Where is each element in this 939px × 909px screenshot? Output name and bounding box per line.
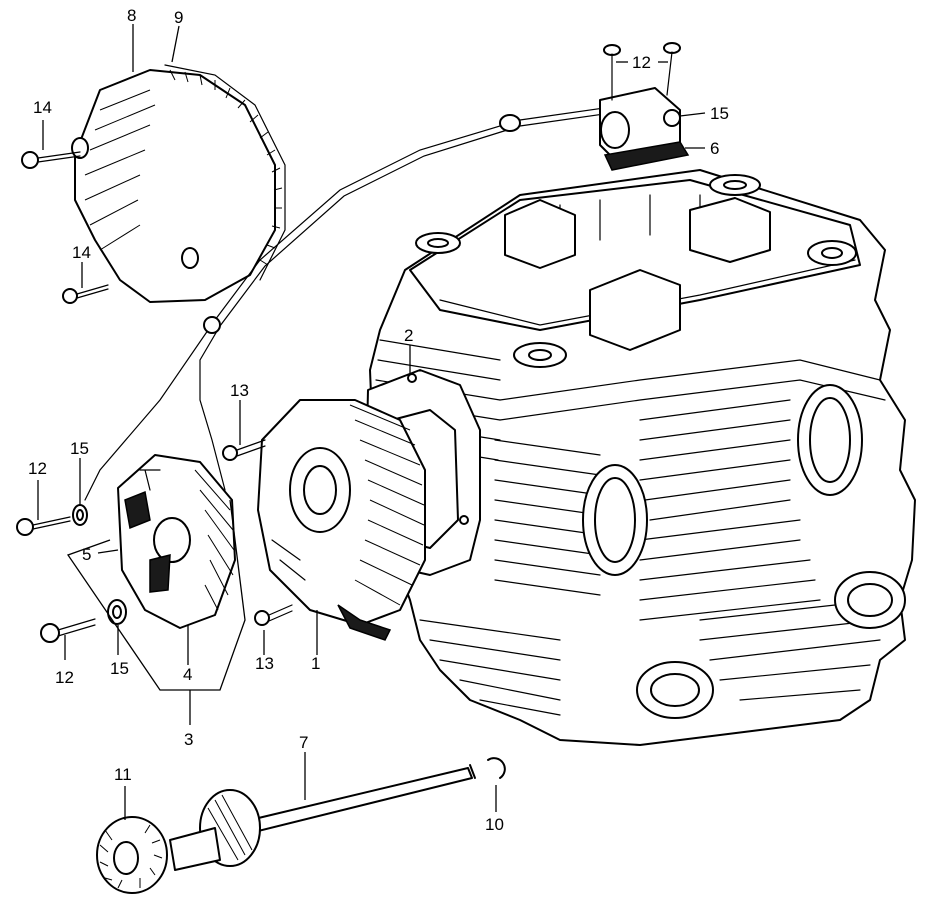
screw-part-14-upper: [21, 151, 81, 169]
callout-12-lower: 12: [55, 668, 74, 687]
screw-part-14-lower: [62, 284, 109, 304]
leader-lines: [37, 24, 706, 820]
callout-14-upper: 14: [33, 98, 52, 117]
callout-15-top: 15: [710, 104, 729, 123]
gear-part-11: [96, 816, 168, 894]
screw-part-13-lower: [254, 604, 293, 626]
screw-part-12-top-right: [663, 42, 681, 96]
callout-6: 6: [710, 139, 719, 158]
callout-1: 1: [311, 654, 320, 673]
screw-part-13-upper: [222, 439, 266, 461]
callout-11: 11: [114, 765, 132, 784]
drive-shaft-part-7: [169, 764, 476, 871]
callout-8: 8: [127, 6, 136, 25]
callout-12-left: 12: [28, 459, 47, 478]
callout-13-lower: 13: [255, 654, 274, 673]
callout-4: 4: [183, 665, 192, 684]
washer-part-15-lower: [107, 599, 127, 625]
callout-10: 10: [485, 815, 504, 834]
screw-part-12-top-left: [603, 44, 621, 101]
callout-2: 2: [404, 326, 413, 345]
screw-part-12-left: [16, 516, 71, 536]
circlip-part-10: [487, 757, 506, 779]
callout-14-lower: 14: [72, 243, 91, 262]
callout-3: 3: [184, 730, 193, 749]
washer-part-15-left: [72, 504, 88, 526]
callout-9: 9: [174, 8, 183, 27]
washer-part-15-right: [663, 109, 681, 127]
callout-13-upper: 13: [230, 381, 249, 400]
wiring-cable: [84, 99, 661, 501]
callout-15-left: 15: [70, 439, 89, 458]
callout-15-lower: 15: [110, 659, 129, 678]
cylinder-head: [369, 169, 916, 746]
callout-12-top: 12: [632, 53, 651, 72]
tach-drive-part-6: [599, 87, 690, 171]
points-cover-part-8: [71, 69, 276, 303]
callout-5: 5: [82, 545, 91, 564]
point-base-plate-part-4: [117, 454, 236, 629]
screw-part-12-lower: [40, 618, 96, 643]
cover-gasket-part-9: [164, 64, 286, 281]
callout-7: 7: [299, 733, 308, 752]
callout-labels: 8 9 14 14 12 15 6 2 13 12 15 5 12 15 13 …: [28, 6, 729, 834]
breaker-housing-part-1: [257, 399, 426, 641]
